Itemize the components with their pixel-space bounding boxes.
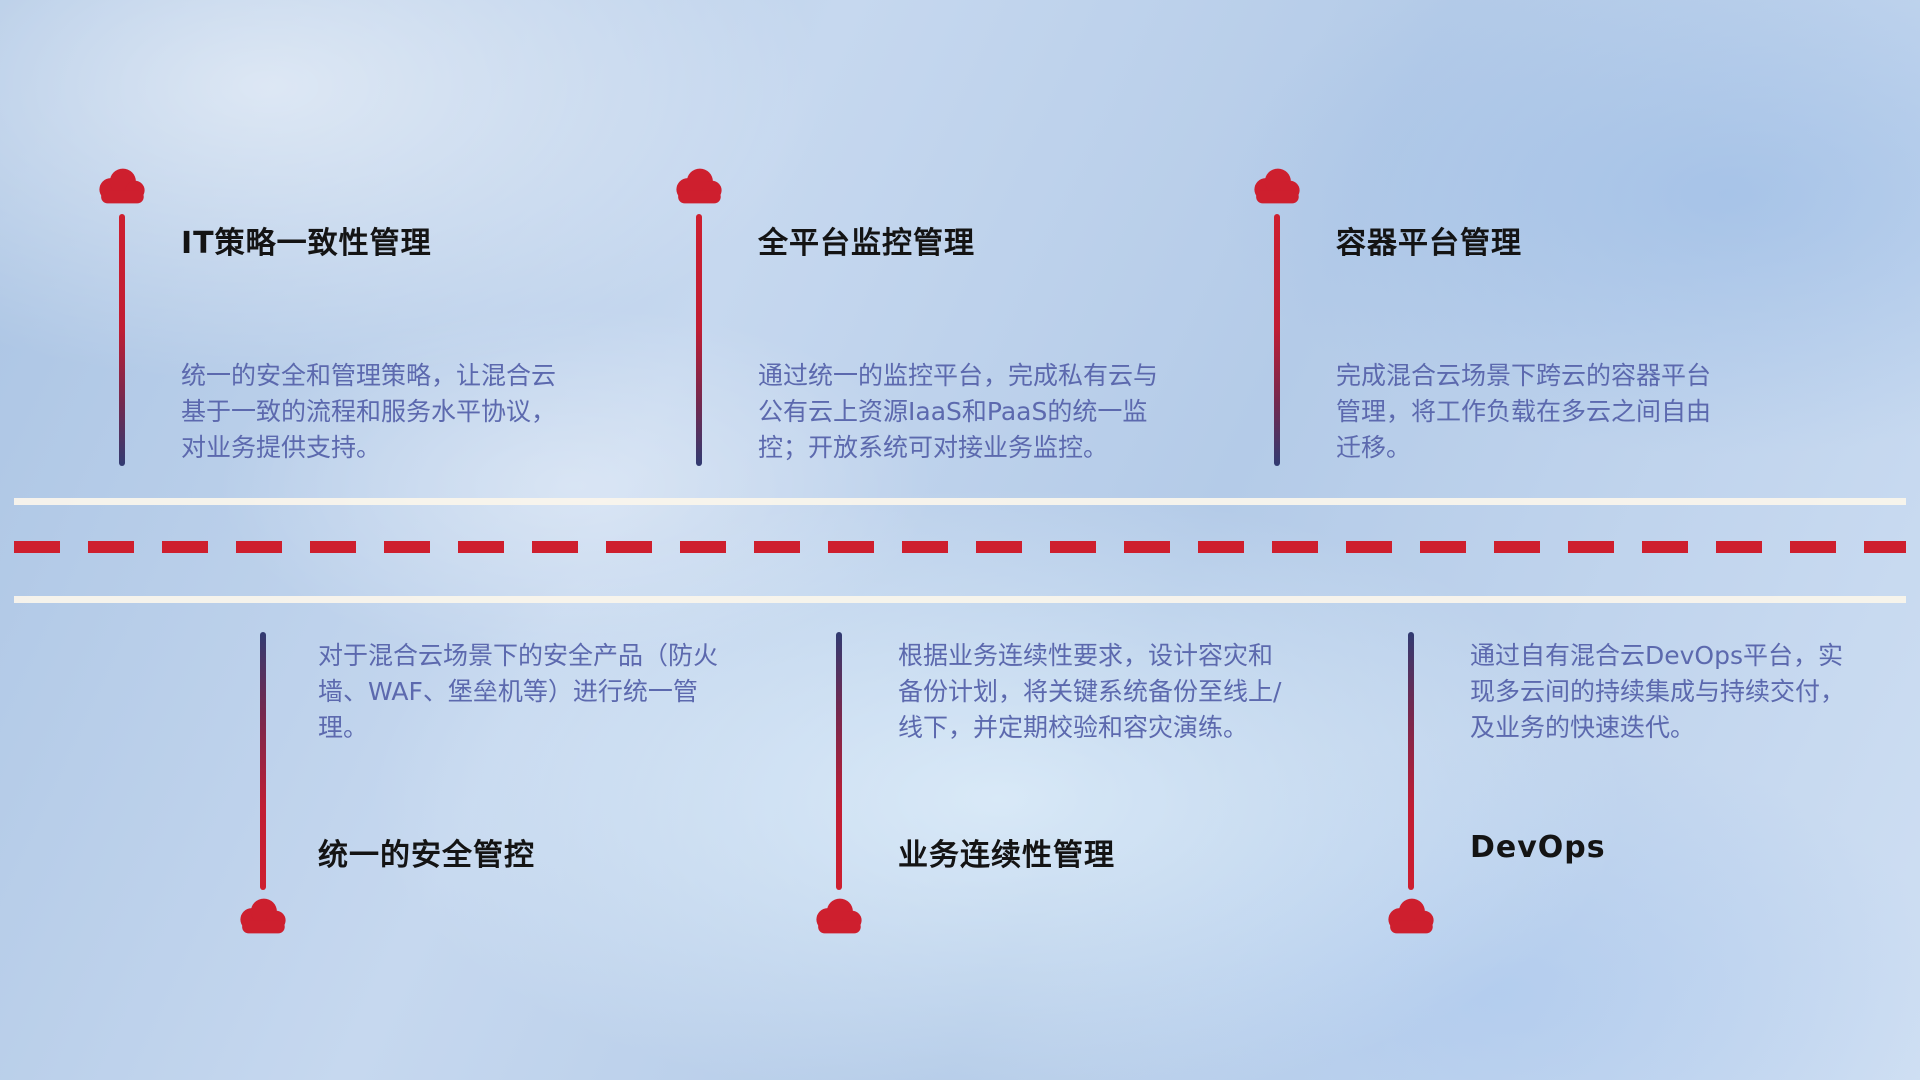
capability-description: 通过统一的监控平台，完成私有云与公有云上资源IaaS和PaaS的统一监控；开放系… (758, 361, 1159, 462)
capability-title-security-control: 统一的安全管控 (318, 838, 535, 873)
cloud-icon (1249, 166, 1305, 206)
capability-title-devops: DevOps (1470, 830, 1606, 865)
cloud-icon (235, 896, 291, 936)
connector-line (1274, 214, 1280, 466)
capability-title-it-policy: IT策略一致性管理 (181, 226, 432, 261)
capability-title-monitoring: 全平台监控管理 (758, 226, 975, 261)
cloud-icon (1383, 896, 1439, 936)
capability-description: 统一的安全和管理策略，让混合云基于一致的流程和服务水平协议，对业务提供支持。 (181, 361, 557, 462)
connector-line (836, 632, 842, 890)
capability-title-container-platform: 容器平台管理 (1336, 226, 1522, 261)
capability-description: 根据业务连续性要求，设计容灾和备份计划，将关键系统备份至线上/线下，并定期校验和… (898, 641, 1282, 742)
connector-line (119, 214, 125, 466)
capability-description: 完成混合云场景下跨云的容器平台管理，将工作负载在多云之间自由迁移。 (1336, 361, 1712, 462)
cloud-icon (671, 166, 727, 206)
connector-line (260, 632, 266, 890)
capability-description: 通过自有混合云DevOps平台，实现多云间的持续集成与持续交付，及业务的快速迭代… (1470, 641, 1846, 742)
road-top-line (14, 498, 1906, 505)
connector-line (696, 214, 702, 466)
road-bottom-line (14, 596, 1906, 603)
connector-line (1408, 632, 1414, 890)
capability-description: 对于混合云场景下的安全产品（防火墙、WAF、堡垒机等）进行统一管理。 (318, 641, 719, 742)
capability-title-business-continuity: 业务连续性管理 (898, 838, 1115, 873)
road-dashed-center-line (14, 541, 1906, 553)
cloud-icon (94, 166, 150, 206)
cloud-icon (811, 896, 867, 936)
